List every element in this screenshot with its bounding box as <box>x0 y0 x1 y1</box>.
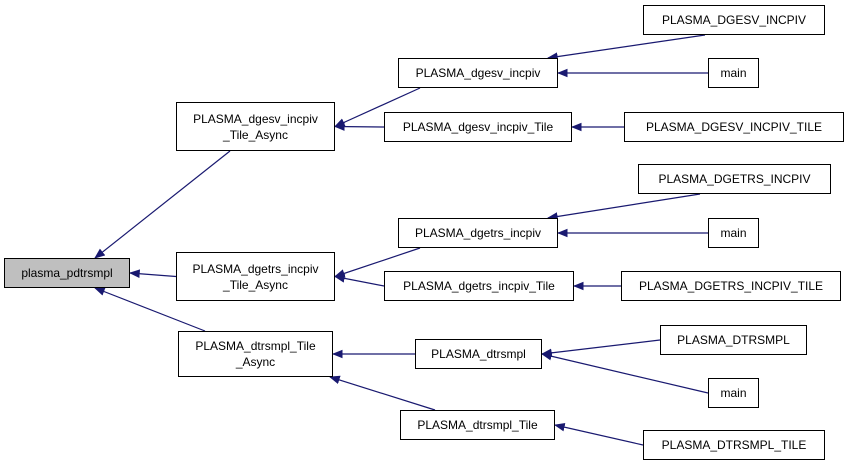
node-label: PLASMA_DGETRS_INCPIV_TILE <box>638 279 824 293</box>
root-node[interactable]: plasma_pdtrsmpl <box>4 258 130 288</box>
node-label: plasma_pdtrsmpl <box>21 266 113 280</box>
node-label: PLASMA_dgetrs_incpiv_Tile <box>403 279 555 293</box>
node-label: PLASMA_dgesv_incpiv <box>415 66 541 80</box>
graph-node[interactable]: PLASMA_DGESV_INCPIV <box>643 5 825 35</box>
graph-node[interactable]: PLASMA_dtrsmpl <box>415 339 542 369</box>
graph-node[interactable]: PLASMA_DGETRS_INCPIV <box>638 164 831 194</box>
call-edge <box>540 339 661 358</box>
graph-node[interactable]: PLASMA_dgetrs_incpiv_Tile <box>384 271 574 301</box>
node-label: PLASMA_DTRSMPL_TILE <box>661 438 807 452</box>
call-edge <box>546 193 701 221</box>
node-label: PLASMA_dtrsmpl <box>431 347 526 361</box>
graph-node[interactable]: PLASMA_dgesv_incpiv <box>398 58 558 88</box>
node-label: main <box>720 66 747 80</box>
node-label: _Async <box>235 355 276 369</box>
graph-node[interactable]: PLASMA_DTRSMPL_TILE <box>643 430 825 460</box>
node-label: _Tile_Async <box>223 277 288 292</box>
call-edge <box>333 122 385 131</box>
node-label: PLASMA_dtrsmpl_Tile <box>417 418 538 432</box>
graph-node[interactable]: PLASMA_dgesv_incpiv_Tile_Async <box>176 102 335 151</box>
node-label: PLASMA_DGESV_INCPIV_TILE <box>645 120 823 134</box>
graph-node[interactable]: PLASMA_dgetrs_incpiv <box>398 218 558 248</box>
call-edge <box>128 269 177 279</box>
call-edge <box>553 422 644 446</box>
call-edge <box>328 375 436 411</box>
graph-node[interactable]: PLASMA_dtrsmpl_Tile <box>400 410 555 440</box>
call-edge <box>93 287 206 332</box>
graph-node[interactable]: PLASMA_DTRSMPL <box>660 325 807 355</box>
graph-node[interactable]: main <box>708 218 759 248</box>
call-edge <box>334 87 421 128</box>
graph-node[interactable]: main <box>708 58 759 88</box>
graph-node[interactable]: PLASMA_dtrsmpl_Tile _Async <box>178 331 333 377</box>
call-edge <box>540 352 709 394</box>
node-label: PLASMA_dgesv_incpiv <box>193 111 318 126</box>
node-label: _Tile_Async <box>223 127 288 142</box>
call-edge <box>333 274 385 287</box>
node-label: PLASMA_dgesv_incpiv_Tile <box>402 120 554 134</box>
call-edge <box>333 247 421 278</box>
graph-node[interactable]: PLASMA_dgetrs_incpiv_Tile_Async <box>176 252 335 301</box>
graph-node[interactable]: PLASMA_DGESV_INCPIV_TILE <box>624 112 844 142</box>
node-label: PLASMA_DTRSMPL <box>677 333 790 347</box>
node-label: main <box>720 386 747 400</box>
graph-node[interactable]: PLASMA_dgesv_incpiv_Tile <box>384 112 572 142</box>
node-label: PLASMA_dgetrs_incpiv <box>414 226 542 240</box>
graph-node[interactable]: main <box>708 378 759 408</box>
graph-node[interactable]: PLASMA_DGETRS_INCPIV_TILE <box>621 271 841 301</box>
node-label: PLASMA_dgetrs_incpiv <box>192 261 319 276</box>
node-label: main <box>720 226 747 240</box>
call-edge <box>546 34 706 61</box>
node-label: PLASMA_DGESV_INCPIV <box>661 13 807 27</box>
call-edge <box>94 150 231 259</box>
node-label: PLASMA_DGETRS_INCPIV <box>658 172 811 186</box>
node-label: PLASMA_dtrsmpl_Tile <box>195 339 316 353</box>
